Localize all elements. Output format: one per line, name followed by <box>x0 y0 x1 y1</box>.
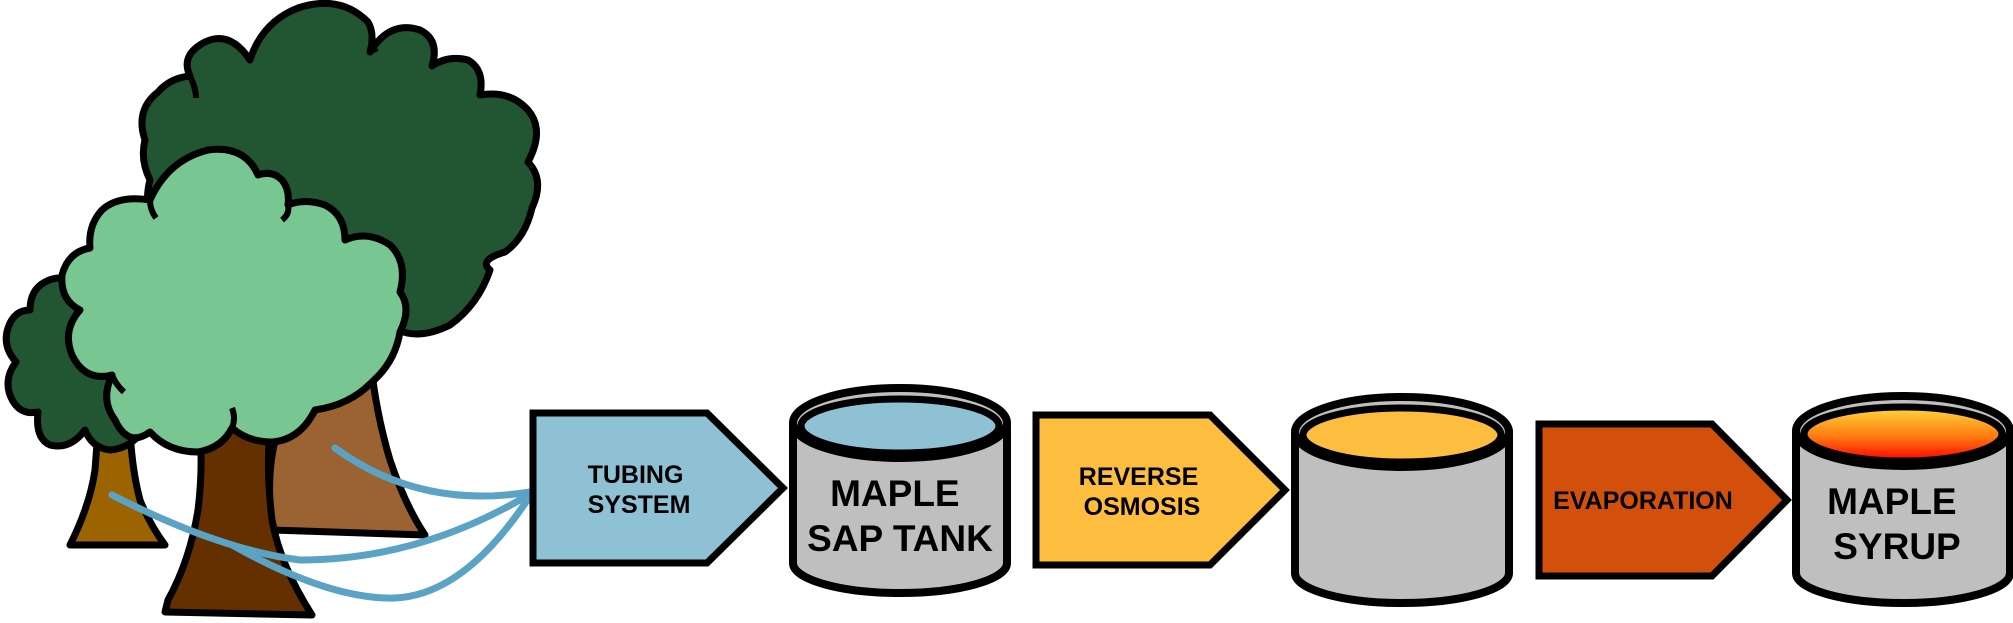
step-reverse-osmosis: REVERSE OSMOSIS <box>1032 411 1290 569</box>
evaporation-label: EVAPORATION <box>1553 487 1733 515</box>
maple-sap-tank-label-line-2: SAP TANK <box>807 518 993 559</box>
small-tree-trunk <box>66 426 169 549</box>
reverse-osmosis-arrow-shape <box>1032 411 1290 569</box>
tubing-system-label-line-1: TUBING <box>588 461 684 489</box>
svg-text:EVAPORATION: EVAPORATION <box>1553 487 1733 515</box>
maple-sap-tank-liquid <box>797 395 1003 457</box>
svg-text:MAPLE SAP TANK: MAPLE SAP TANK <box>807 473 993 559</box>
concentrate-tank-body <box>1291 430 1513 607</box>
maple-syrup-tank-label-line-2: SYRUP <box>1833 526 1960 567</box>
maple-syrup-tank-label-line-1: MAPLE <box>1827 481 1957 522</box>
maple-syrup-tank-body <box>1792 430 2013 607</box>
step-tubing-system: TUBING SYSTEM <box>529 409 788 567</box>
light-tree-canopy <box>58 145 410 456</box>
maple-sap-tank-body <box>789 422 1011 597</box>
reverse-osmosis-label-line-1: REVERSE <box>1079 463 1198 491</box>
tubing-system-arrow-shape <box>529 409 788 567</box>
svg-text:REVERSE OSMOSIS: REVERSE OSMOSIS <box>1079 463 1205 521</box>
tank-concentrate <box>1291 393 1513 607</box>
tank-maple-syrup: MAPLE SYRUP <box>1792 392 2013 607</box>
svg-text:MAPLE SYRUP: MAPLE SYRUP <box>1827 481 1967 567</box>
tubing-system-label-line-2: SYSTEM <box>588 491 691 519</box>
tubing-line-3 <box>228 492 534 602</box>
trees-group <box>2 0 542 619</box>
tank-maple-sap: MAPLE SAP TANK <box>789 384 1011 597</box>
step-evaporation: EVAPORATION <box>1535 420 1792 580</box>
svg-text:TUBING SYSTEM: TUBING SYSTEM <box>588 461 691 519</box>
concentrate-tank-liquid <box>1299 404 1505 466</box>
maple-syrup-tank-liquid <box>1800 403 2006 465</box>
tubing-line-1 <box>331 444 534 500</box>
maple-sap-tank-label-line-1: MAPLE <box>830 473 960 514</box>
tubing-lines <box>108 444 534 602</box>
reverse-osmosis-label-line-2: OSMOSIS <box>1084 493 1201 521</box>
evaporation-arrow-shape <box>1535 420 1792 580</box>
tubing-line-2 <box>108 490 534 564</box>
